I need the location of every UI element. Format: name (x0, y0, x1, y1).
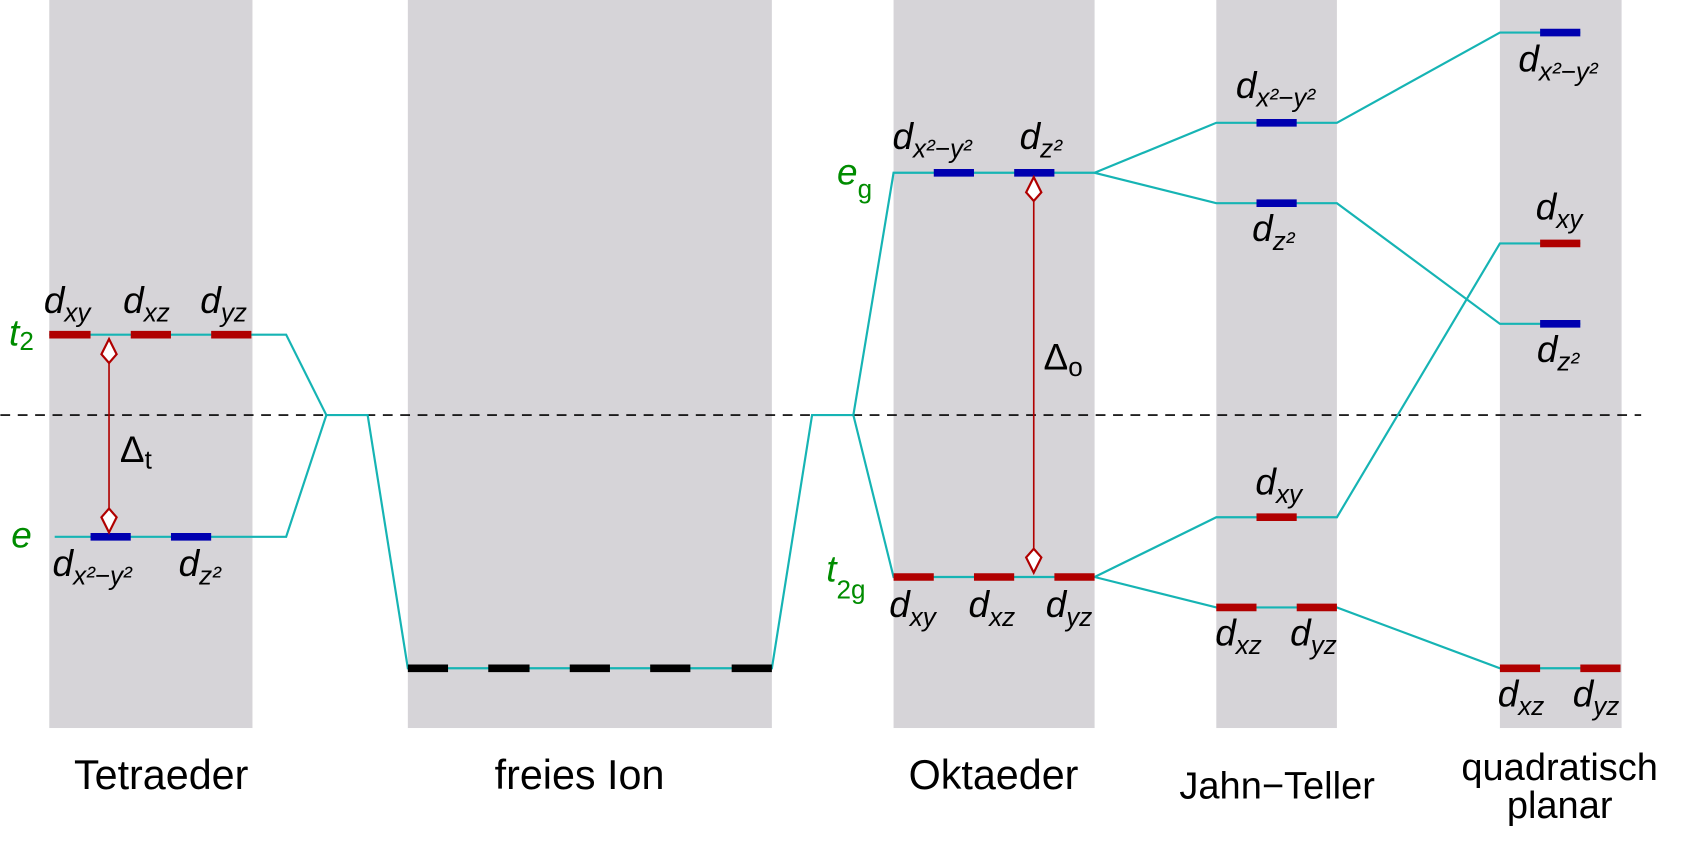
caption-oktaeder: Oktaeder (909, 752, 1079, 798)
group-eg: eg (837, 152, 872, 204)
group-t2g: t2g (826, 548, 865, 604)
label-sp-dxy: dxy (1536, 186, 1585, 234)
label-octa-dxy: dxy (889, 584, 938, 632)
label-tetra-dz2: dz² (179, 543, 223, 591)
column-tetraeder (49, 0, 253, 729)
caption-square-planar-line1: quadratisch (1461, 747, 1658, 789)
orbital-levels (49, 28, 1621, 673)
group-t2: t2 (9, 313, 34, 356)
orbital-labels: dxy dxz dyz dx²−y² dz² dx²−y² dz² dxy dx… (44, 39, 1619, 721)
label-sp-dz2: dz² (1537, 329, 1581, 377)
delta-t-label: Δt (120, 429, 153, 475)
label-octa-dyz: dyz (1046, 584, 1093, 632)
label-sp-dxz: dxz (1498, 673, 1545, 721)
column-free-ion (407, 0, 772, 729)
caption-square-planar-line2: planar (1507, 785, 1613, 827)
column-oktaeder (893, 0, 1095, 729)
label-tetra-dxy: dxy (44, 280, 93, 328)
delta-o-arrow (1024, 174, 1043, 576)
caption-jahn-teller: Jahn−Teller (1179, 766, 1375, 808)
column-square-planar (1499, 0, 1622, 729)
label-octa-dx2y2: dx²−y² (892, 116, 973, 164)
label-tetra-dxz: dxz (123, 280, 170, 328)
delta-t-arrow (100, 336, 118, 535)
label-jt-dz2: dz² (1252, 208, 1296, 256)
label-sp-dyz: dyz (1573, 673, 1620, 721)
label-octa-dz2: dz² (1020, 116, 1064, 164)
label-jt-dx2y2: dx²−y² (1236, 65, 1317, 113)
label-tetra-dx2y2: dx²−y² (53, 543, 134, 591)
caption-tetraeder: Tetraeder (74, 752, 249, 798)
caption-free-ion: freies Ion (495, 752, 665, 798)
label-sp-dx2y2: dx²−y² (1518, 39, 1599, 87)
label-jt-dyz: dyz (1290, 612, 1337, 660)
delta-o-label: Δo (1044, 336, 1083, 382)
label-jt-dxz: dxz (1215, 612, 1262, 660)
label-jt-dxy: dxy (1255, 461, 1304, 509)
label-octa-dxz: dxz (969, 584, 1016, 632)
group-e: e (11, 515, 32, 556)
label-tetra-dyz: dyz (200, 280, 247, 328)
